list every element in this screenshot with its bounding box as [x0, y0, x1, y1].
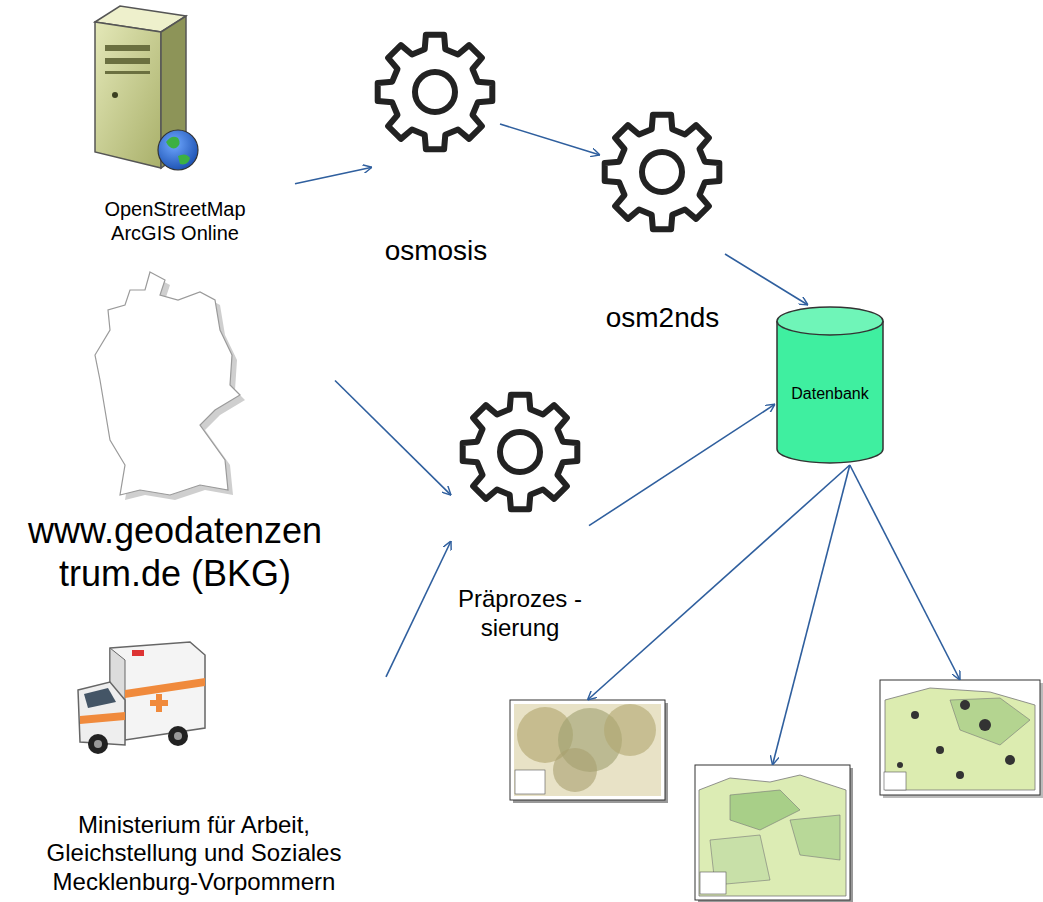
germany-map [95, 272, 245, 500]
flow-arrow [295, 167, 372, 184]
flow-arrow [588, 465, 850, 700]
source-node: www.geodatenzen trum.de (BKG) [15, 265, 335, 595]
flow-arrow [773, 465, 850, 765]
map-output [880, 680, 1040, 795]
flow-arrow [725, 254, 808, 305]
node-label: Datenbank [791, 384, 868, 403]
node-label: osmosis [385, 234, 488, 268]
gear-icon [605, 115, 720, 230]
flow-arrow [386, 541, 451, 677]
map-output [695, 765, 850, 900]
source-node: Ministerium für Arbeit, Gleichstellung u… [2, 635, 386, 897]
node-label: Präprozes -sierung [455, 585, 585, 643]
process-gear: osmosis [372, 28, 500, 268]
server-icon [95, 6, 198, 170]
node-label: Ministerium für Arbeit, Gleichstellung u… [6, 811, 382, 897]
gear-icons [378, 35, 720, 510]
process-gear: Präprozes -sierung [451, 388, 589, 643]
node-label: www.geodatenzen trum.de (BKG) [20, 509, 330, 595]
flow-arrow [500, 124, 600, 155]
database-cylinder: Datenbank [775, 305, 885, 465]
gear-icon [463, 395, 578, 510]
node-label: osm2nds [606, 301, 720, 335]
node-label: OpenStreetMap ArcGIS Online [75, 197, 275, 245]
flow-arrow [335, 381, 451, 496]
map-thumbnail [510, 700, 668, 803]
cylinder-shape [775, 305, 885, 465]
flow-arrow [589, 404, 775, 526]
map-thumbnail [880, 680, 1043, 798]
map-thumbnail [695, 765, 853, 902]
ambulance-icon [78, 642, 205, 754]
server-node: OpenStreetMap ArcGIS Online [55, 0, 295, 245]
process-gear: osm2nds [600, 110, 725, 335]
gear-icon [378, 35, 493, 150]
flow-arrow [850, 465, 960, 680]
map-output [510, 700, 665, 800]
